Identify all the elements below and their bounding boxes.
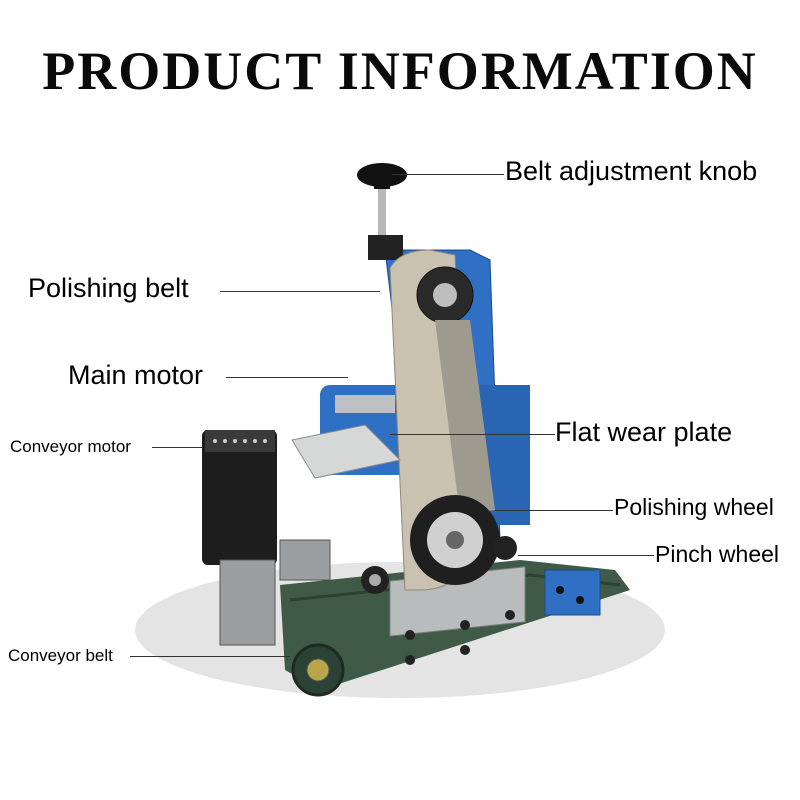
leader-pinch-wheel — [518, 555, 654, 556]
flat-wear-plate — [291, 424, 402, 479]
leader-polishing-belt — [220, 291, 380, 292]
adjustment-screw — [378, 180, 386, 260]
label-conveyor-belt: Conveyor belt — [8, 646, 113, 665]
leader-polishing-wheel — [495, 510, 613, 511]
leader-main-motor — [226, 377, 348, 378]
leader-belt-adjustment-knob — [392, 174, 504, 175]
pinch-wheel — [493, 536, 517, 560]
label-polishing-wheel: Polishing wheel — [614, 494, 774, 520]
label-conveyor-motor: Conveyor motor — [10, 437, 131, 456]
page-title: PRODUCT INFORMATION — [42, 41, 758, 101]
leader-conveyor-belt — [130, 656, 290, 657]
label-polishing-belt: Polishing belt — [28, 273, 189, 303]
label-pinch-wheel: Pinch wheel — [655, 541, 780, 567]
leader-flat-wear-plate — [390, 434, 555, 435]
leader-conveyor-motor — [152, 447, 202, 448]
conveyor-adjuster — [544, 569, 601, 616]
label-flat-wear-plate: Flat wear plate — [555, 417, 733, 447]
label-main-motor: Main motor — [68, 360, 204, 390]
label-belt-adjustment-knob: Belt adjustment knob — [505, 156, 758, 186]
conveyor-motor — [202, 430, 277, 565]
